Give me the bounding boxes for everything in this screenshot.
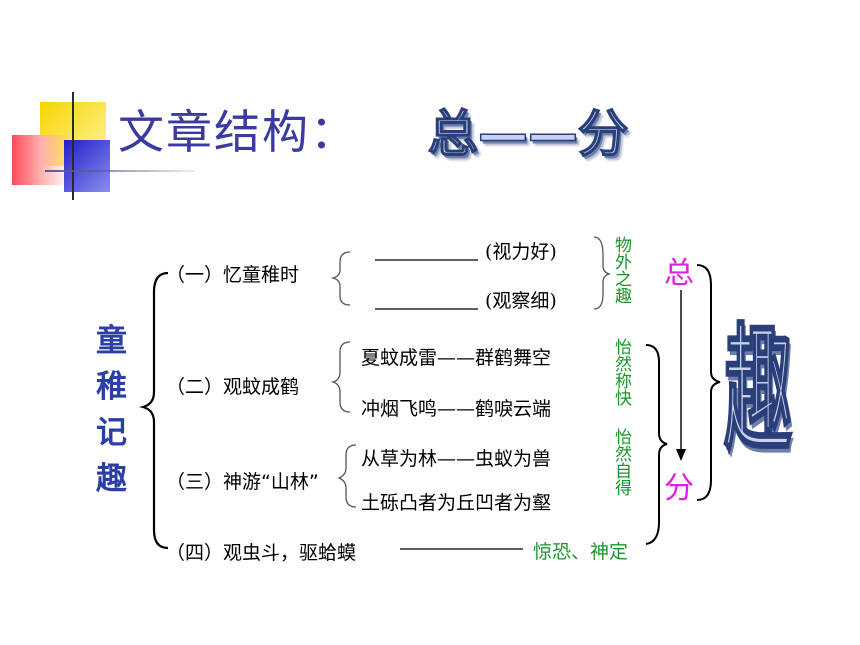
item-label: （二）观蚊成鹤: [166, 376, 300, 398]
result-text: 惊恐、神定: [533, 541, 629, 563]
brace-1: [330, 251, 351, 306]
right-brace-outer: [696, 264, 721, 501]
sub-text: 土砾凸者为丘凹者为壑: [361, 492, 552, 514]
brace-2: [330, 341, 351, 413]
left-title: 童稚记趣: [96, 323, 127, 497]
corner-hline: [45, 170, 195, 172]
blue-square: [64, 140, 110, 192]
item-label: （三）神游“山林”: [166, 471, 319, 493]
structure-label: 总——分: [427, 104, 629, 164]
sub-text: 夏蚊成雷——群鹤舞空: [361, 347, 552, 369]
qu-character: 趣: [723, 309, 793, 472]
note-text: 怡然称快: [611, 338, 631, 406]
corner-vline: [72, 92, 74, 200]
red-square: [12, 135, 70, 185]
fen-label: 分: [664, 471, 694, 506]
sub-text: 冲烟飞鸣——鹤唳云端: [361, 398, 552, 420]
brace-3: [337, 444, 357, 508]
item-label: （四）观虫斗，驱蛤蟆: [166, 542, 357, 564]
right-brace-lower: [645, 344, 668, 545]
page-title: 文章结构：: [118, 105, 358, 159]
note-text: 怡然自得: [611, 428, 631, 496]
note-brace-1: [593, 236, 612, 310]
main-brace: [138, 271, 169, 550]
sub-text: (观察细): [485, 290, 557, 312]
item-label: （一）忆童稚时: [166, 264, 300, 286]
sub-text: 从草为林——虫蚁为兽: [361, 448, 552, 470]
sub-text: (视力好): [485, 241, 557, 263]
note-text: 物外之趣: [611, 236, 631, 304]
arrow-head: [676, 449, 686, 461]
zong-label: 总: [664, 256, 694, 291]
